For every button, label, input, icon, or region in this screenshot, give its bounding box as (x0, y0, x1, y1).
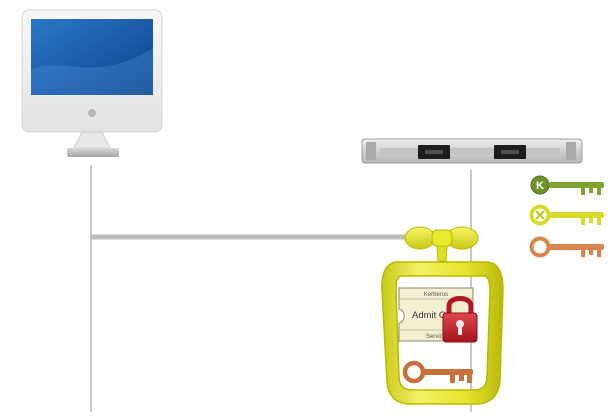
padlock-icon (442, 296, 478, 343)
session-key-icon (402, 360, 473, 384)
ticket-bottom-label: Service (426, 334, 447, 340)
key-badge-label: K (536, 180, 544, 192)
key-legend: K (529, 175, 604, 258)
client-computer-icon (21, 9, 163, 157)
plain-key-icon (529, 236, 604, 258)
apple-logo-icon (88, 109, 96, 117)
sparkle-key-icon (529, 204, 604, 226)
ticket-top-label: Kerberos (424, 292, 448, 298)
ticket-main-label: Admit One (412, 310, 457, 321)
kerberos-master-key-icon: K (530, 175, 604, 195)
server-icon (361, 138, 583, 164)
ticket-bag: Kerberos Admit One Service (381, 226, 504, 405)
